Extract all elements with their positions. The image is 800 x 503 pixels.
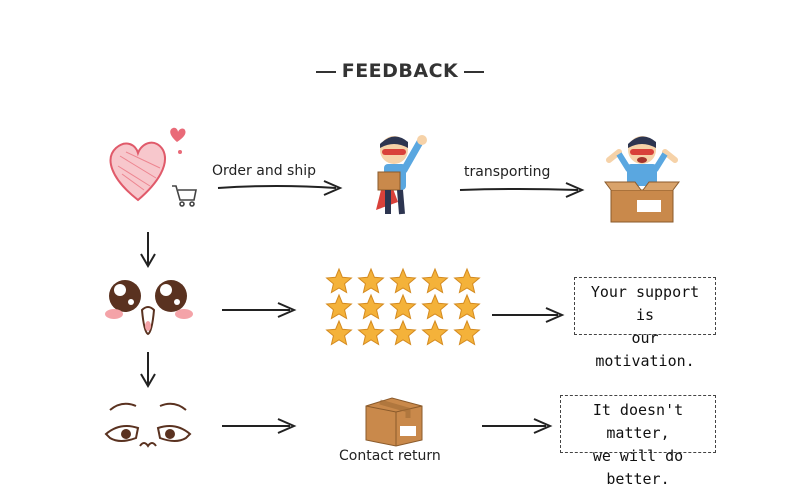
star-icon bbox=[421, 267, 449, 294]
order-ship-label: Order and ship bbox=[212, 163, 316, 179]
heart-cart-icon bbox=[109, 127, 197, 207]
better-note-line1: It doesn't matter, bbox=[592, 401, 684, 442]
sad-face-icon bbox=[104, 402, 192, 448]
star-icon bbox=[453, 319, 481, 346]
support-note-line2: our motivation. bbox=[595, 329, 695, 370]
star-icon bbox=[357, 319, 385, 346]
arrow-box bbox=[482, 418, 553, 434]
page-title: FEEDBACK bbox=[0, 60, 800, 82]
superhero-carrying-box-icon bbox=[376, 135, 427, 215]
support-note-line1: Your support is bbox=[590, 283, 700, 324]
star-icon bbox=[421, 319, 449, 346]
arrow-transport bbox=[459, 182, 585, 198]
support-note: Your support is our motivation. bbox=[574, 277, 716, 370]
star-icon bbox=[389, 319, 417, 346]
star-icon bbox=[325, 319, 353, 346]
return-box-icon bbox=[365, 397, 423, 447]
better-note: It doesn't matter, we will do better. bbox=[560, 395, 716, 488]
arrow-order bbox=[217, 180, 343, 196]
contact-return-label: Contact return bbox=[339, 448, 441, 464]
title-dash-left bbox=[315, 70, 336, 73]
superhero-in-box-icon bbox=[604, 136, 680, 223]
star-icon bbox=[357, 267, 385, 294]
star-icon bbox=[357, 293, 385, 320]
arrow-down-2 bbox=[140, 352, 156, 388]
star-icon bbox=[325, 267, 353, 294]
star-icon bbox=[453, 267, 481, 294]
star-icon bbox=[421, 293, 449, 320]
title-text: FEEDBACK bbox=[341, 60, 459, 82]
five-star-rating-grid bbox=[325, 267, 481, 346]
star-icon bbox=[453, 293, 481, 320]
happy-face-icon bbox=[105, 280, 193, 336]
arrow-happy bbox=[222, 302, 297, 318]
title-dash-right bbox=[464, 70, 485, 73]
arrow-stars bbox=[492, 307, 565, 323]
transporting-label: transporting bbox=[464, 164, 551, 180]
arrow-down-1 bbox=[140, 232, 156, 268]
star-icon bbox=[325, 293, 353, 320]
star-icon bbox=[389, 293, 417, 320]
arrow-sad bbox=[222, 418, 297, 434]
better-note-line2: we will do better. bbox=[592, 447, 684, 488]
star-icon bbox=[389, 267, 417, 294]
